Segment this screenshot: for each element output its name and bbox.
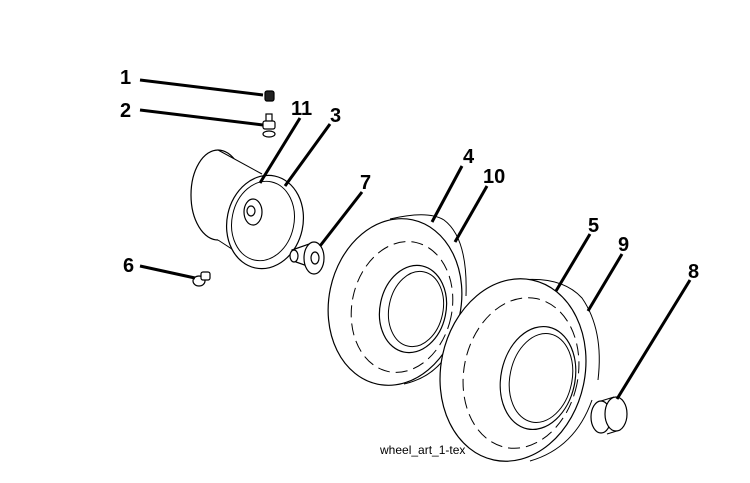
callout-7: 7 [360, 172, 371, 194]
leader-11 [258, 117, 302, 184]
callout-labels: 1 2 11 3 6 7 4 10 5 9 8 [120, 67, 699, 283]
leader-5 [554, 233, 592, 292]
part-1-nut [264, 90, 275, 102]
part-2-valve-stem [262, 113, 276, 138]
wheel-rim [190, 149, 305, 270]
callout-1: 1 [120, 67, 131, 89]
part-6-grease-fitting [192, 271, 211, 287]
callout-3: 3 [330, 105, 341, 127]
leader-3 [283, 123, 332, 187]
leader-8 [615, 279, 692, 400]
callout-9: 9 [618, 234, 629, 256]
leader-1 [139, 78, 264, 97]
callout-6: 6 [123, 255, 134, 277]
tire-large [439, 278, 600, 462]
leader-2 [139, 108, 264, 127]
leader-10 [453, 185, 489, 243]
callout-5: 5 [588, 215, 599, 237]
callout-10: 10 [483, 166, 505, 188]
callout-11: 11 [291, 98, 312, 120]
callout-2: 2 [120, 100, 131, 122]
diagram-caption: wheel_art_1-tex [379, 443, 465, 457]
leader-9 [586, 253, 624, 312]
part-8-hub-cap [590, 396, 628, 435]
leader-lines [139, 78, 692, 400]
leader-6 [139, 264, 196, 280]
part-7-bushing [289, 241, 325, 275]
leader-7 [318, 191, 364, 247]
callout-8: 8 [688, 261, 699, 283]
callout-4: 4 [463, 146, 475, 168]
leader-4 [430, 165, 464, 223]
